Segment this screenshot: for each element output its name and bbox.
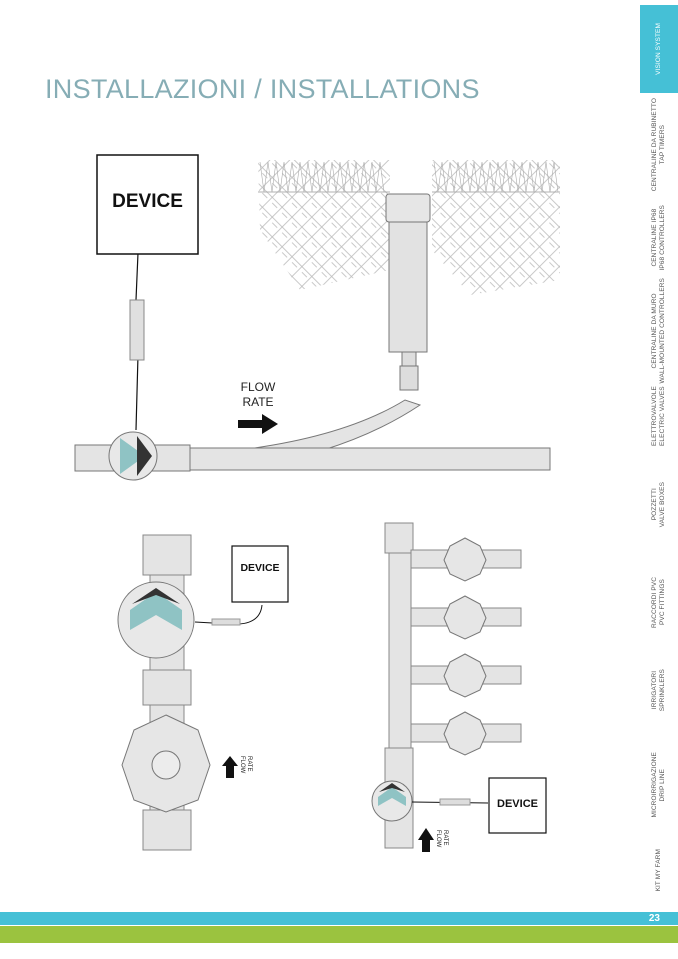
flow-sensor-left <box>117 581 195 659</box>
bottom-right-installation-diagram: DEVICE FLOW RATE <box>371 522 547 852</box>
sprinkler <box>385 193 431 391</box>
tab-label-it: IRRIGATORI <box>651 670 658 710</box>
tab-label-en: SPRINKLERS <box>659 668 666 712</box>
device-box-right <box>488 777 547 834</box>
tab-label-it: CENTRALINE IP68 <box>651 208 658 267</box>
top-installation-diagram: DEVICE FLOW RATE <box>74 154 560 481</box>
device-box-left <box>231 545 289 603</box>
footer-green-bar <box>0 926 678 943</box>
soil-left <box>258 160 390 290</box>
bottom-left-installation-diagram: DEVICE FLOW RATE <box>117 534 289 851</box>
page-title: INSTALLAZIONI / INSTALLATIONS <box>45 74 480 104</box>
tab-label-it: CENTRALINE DA RUBINETTO <box>651 98 658 192</box>
tab-label-it: CENTRALINE DA MURO <box>651 292 658 369</box>
flow-arrow-up-icon <box>418 828 434 852</box>
tab-label-en: TAP TIMERS <box>659 125 666 165</box>
flow-arrow-right-icon <box>238 414 278 434</box>
tab-label-it: RACCORDI PVC <box>651 576 658 629</box>
flow-rate-line1: FLOW <box>239 756 245 774</box>
flow-rate-line1: FLOW <box>435 830 441 848</box>
tab-label: VISION SYSTEM <box>655 23 662 75</box>
flow-sensor-right <box>371 780 413 822</box>
flow-rate-line2: RATE <box>246 756 252 772</box>
installation-diagrams: DEVICE FLOW RATE DEVICE FLOW RAT <box>74 154 560 852</box>
soil-right <box>432 160 560 295</box>
tab-label-en: IP68 CONTROLLERS <box>659 204 666 271</box>
page-number: 23 <box>648 913 660 924</box>
flow-rate-line2: RATE <box>242 395 273 409</box>
valve-manifold <box>410 537 522 756</box>
main-pipe <box>189 447 551 471</box>
tab-label-en: PVC FITTINGS <box>659 579 666 626</box>
device-box-top <box>96 154 199 255</box>
tab-label-it: MICROIRRIGAZIONE <box>651 752 658 818</box>
flow-sensor-top <box>74 431 191 481</box>
device-label: DEVICE <box>240 562 279 574</box>
tab-label-en: ELECTRIC VALVES <box>659 386 666 446</box>
wire-top <box>129 252 145 431</box>
tab-label-it: POZZETTI <box>651 488 658 522</box>
device-label: DEVICE <box>497 798 538 810</box>
tab-label-en: DRIP LINE <box>659 768 666 802</box>
tab-vision-system[interactable]: VISION SYSTEM <box>640 5 678 93</box>
flow-rate-line1: FLOW <box>241 380 276 394</box>
tab-label-en: WALL-MOUNTED CONTROLLERS <box>659 277 666 384</box>
flow-rate-line2: RATE <box>442 830 448 846</box>
valve-body-left <box>121 714 211 813</box>
device-label: DEVICE <box>112 191 183 212</box>
tab-label: KIT MY FARM <box>655 848 662 892</box>
footer-blue-bar <box>0 912 678 925</box>
tab-label-it: ELETTROVALVOLE <box>651 385 658 447</box>
flow-arrow-up-icon <box>222 756 238 778</box>
tab-label-en: VALVE BOXES <box>659 482 666 528</box>
tab-kit-my-farm[interactable]: KIT MY FARM <box>640 840 678 900</box>
